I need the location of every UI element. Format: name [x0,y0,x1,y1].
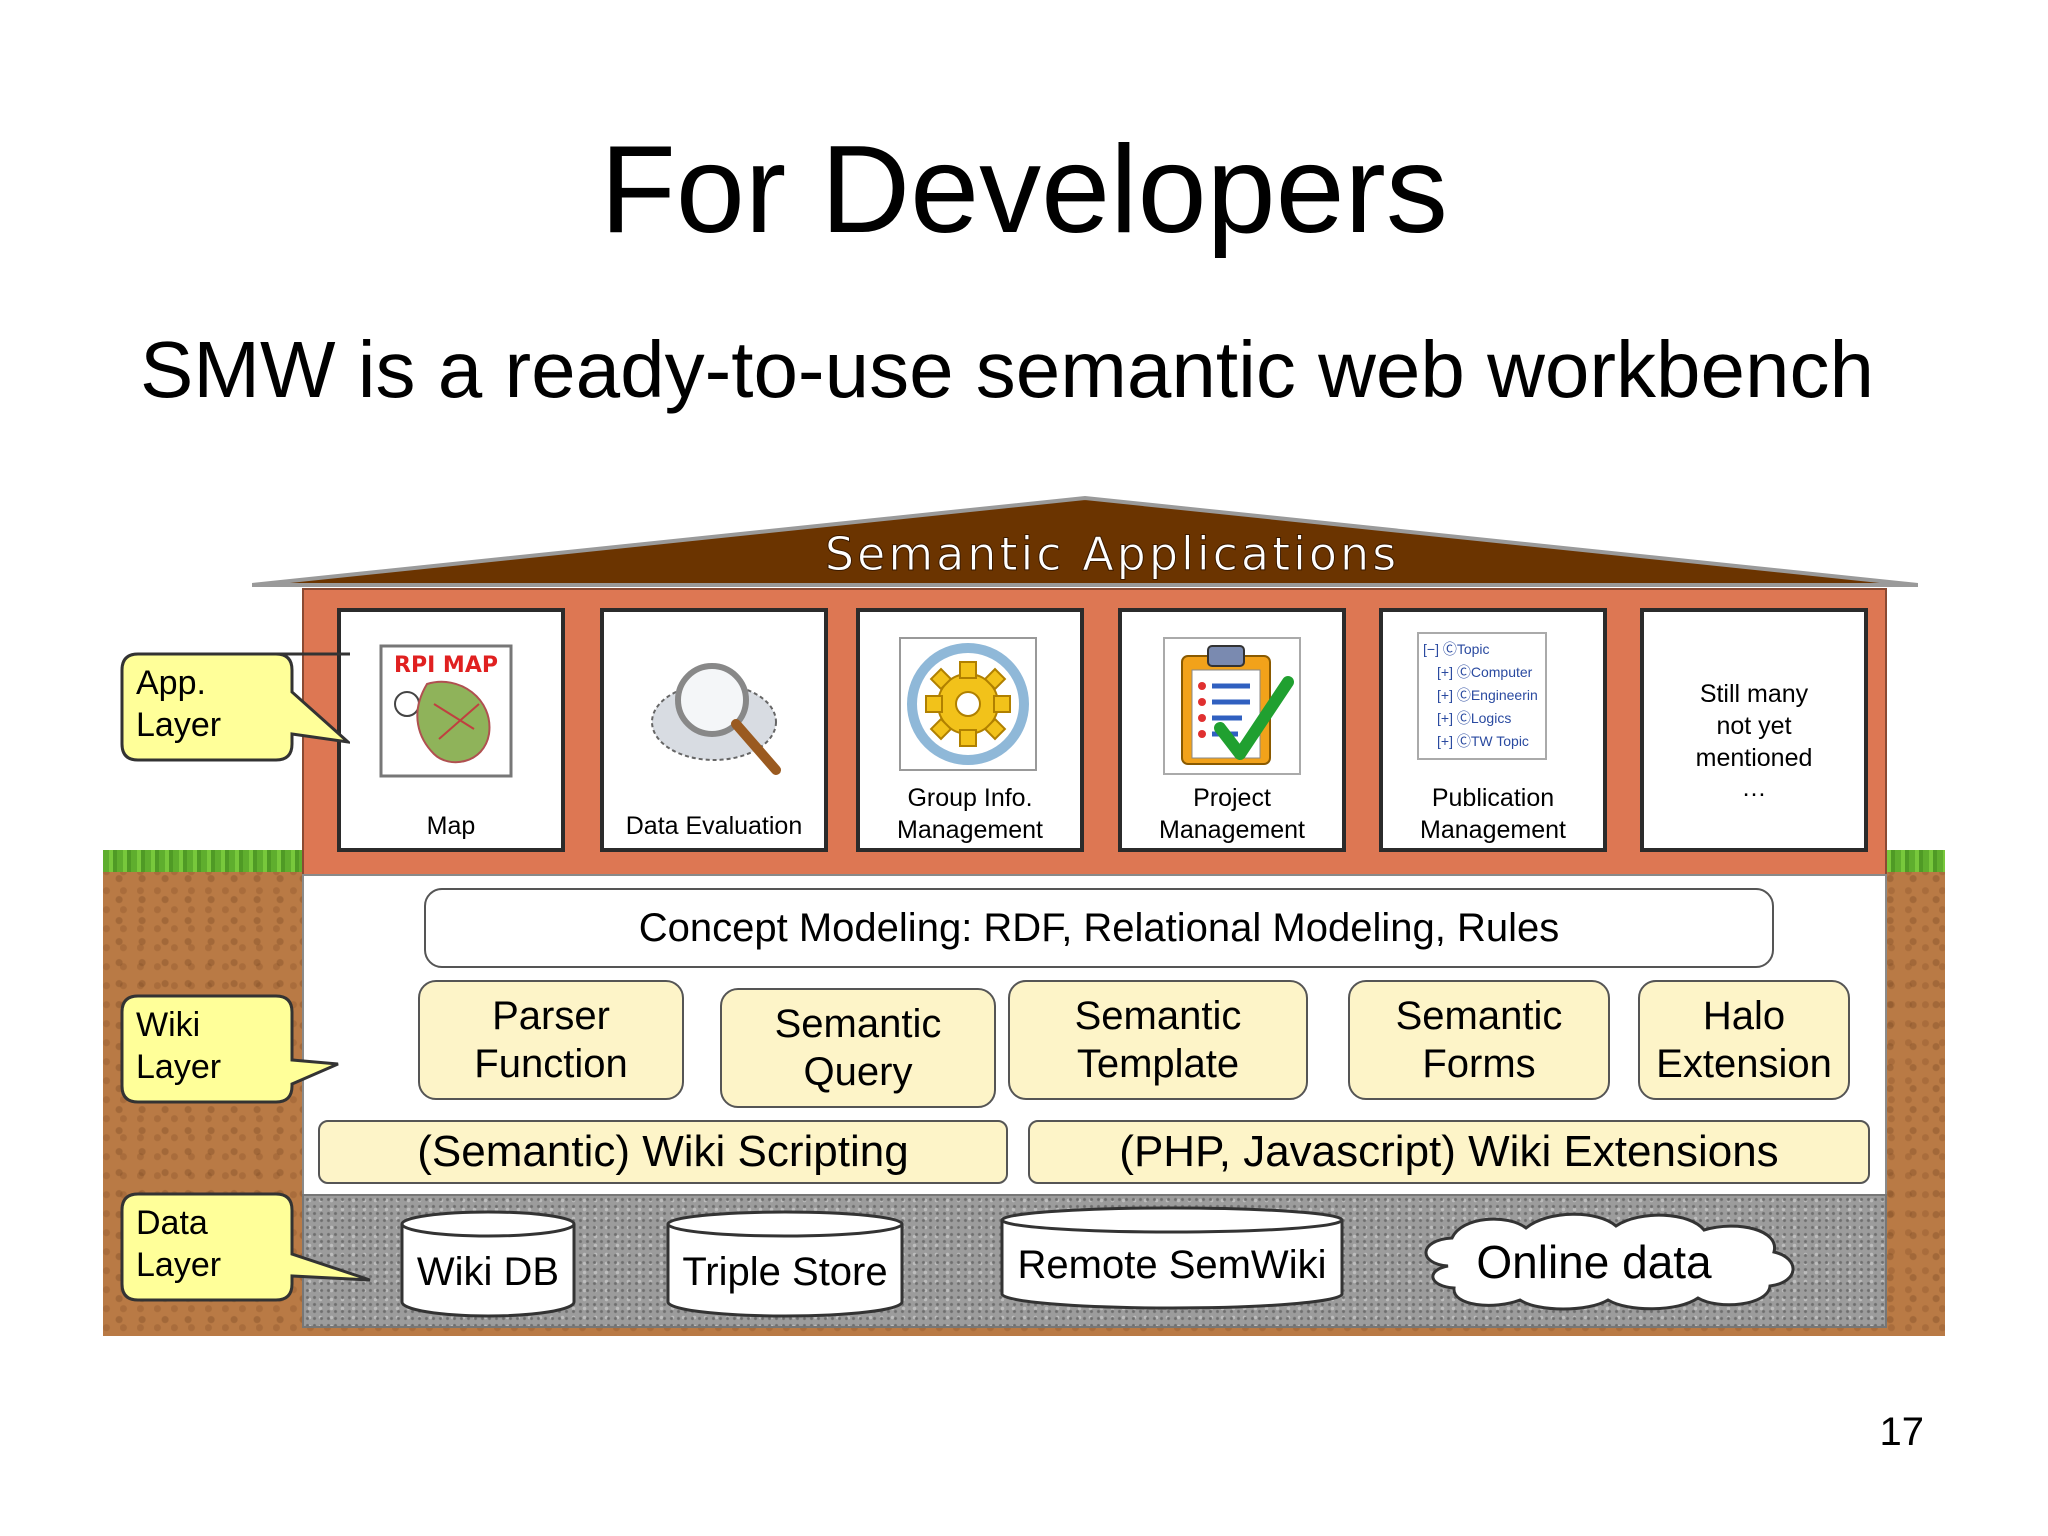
app-label-data-evaluation: Data Evaluation [625,812,803,840]
tree-item: [+] ⒸComputer [1437,664,1533,680]
wiki-scripting-box[interactable]: (Semantic) Wiki Scripting [318,1120,1008,1184]
tree-item: [+] ⒸTW Topic [1437,733,1529,749]
app-card-map[interactable]: RPI MAP Map [337,608,565,852]
callout-app-layer: App. Layer [120,652,350,762]
semantic-forms-box[interactable]: Semantic Forms [1348,980,1610,1100]
online-data-label: Online data [1476,1236,1712,1288]
roof-label: Semantic Applications [825,527,1399,581]
svg-text:RPI MAP: RPI MAP [394,653,498,678]
tree-item: [+] ⒸEngineerin [1437,687,1538,703]
clipboard-check-icon [1163,637,1301,775]
callout-app-line1: App. [136,664,206,702]
magnifier-cloud-icon [651,663,781,775]
callout-data-line2: Layer [136,1246,222,1284]
app-label-still-3: mentioned [1695,744,1813,772]
rpi-map-icon: RPI MAP [379,644,513,778]
app-card-project-management[interactable]: Project Management [1118,608,1346,852]
app-card-group-info[interactable]: Group Info. Management [856,608,1084,852]
tree-item: [−] ⒸTopic [1423,641,1490,657]
slide-subtitle: SMW is a ready-to-use semantic web workb… [140,325,1874,414]
app-label-project-2: Management [1159,816,1305,844]
app-label-publication-2: Management [1420,816,1566,844]
app-label-still-4: … [1741,774,1767,802]
triple-store-cylinder-icon[interactable]: Triple Store [666,1210,904,1320]
callout-wiki-layer: Wiki Layer [120,994,350,1104]
callout-app-line2: Layer [136,706,222,744]
app-label-map: Map [426,812,476,840]
app-card-publication-management[interactable]: [−] ⒸTopic [+] ⒸComputer [+] ⒸEngineerin… [1379,608,1607,852]
wiki-db-cylinder-icon[interactable]: Wiki DB [400,1210,576,1320]
callout-data-line1: Data [136,1204,208,1242]
parser-function-box[interactable]: Parser Function [418,980,684,1100]
halo-extension-box[interactable]: Halo Extension [1638,980,1850,1100]
app-label-group-info-1: Group Info. [907,784,1033,812]
remote-semwiki-label: Remote SemWiki [1018,1243,1327,1287]
topic-tree-icon: [−] ⒸTopic [+] ⒸComputer [+] ⒸEngineerin… [1417,632,1547,760]
app-card-data-evaluation[interactable]: Data Evaluation [600,608,828,852]
app-label-publication-1: Publication [1431,784,1555,812]
semantic-query-box[interactable]: Semantic Query [720,988,996,1108]
wiki-extensions-box[interactable]: (PHP, Javascript) Wiki Extensions [1028,1120,1870,1184]
callout-wiki-line2: Layer [136,1048,222,1086]
callout-wiki-line1: Wiki [136,1006,201,1044]
concept-modeling-box[interactable]: Concept Modeling: RDF, Relational Modeli… [424,888,1774,968]
gear-icon [899,637,1037,771]
slide-title: For Developers [600,121,1448,259]
app-label-still-1: Still many [1699,680,1809,708]
app-label-still-2: not yet [1716,712,1792,740]
tree-item: [+] ⒸLogics [1437,710,1512,726]
app-label-group-info-2: Management [897,816,1043,844]
online-data-cloud-icon[interactable]: Online data [1408,1206,1808,1312]
callout-data-layer: Data Layer [120,1192,380,1302]
app-label-project-1: Project [1193,784,1271,812]
semantic-template-box[interactable]: Semantic Template [1008,980,1308,1100]
remote-semwiki-cylinder-icon[interactable]: Remote SemWiki [1000,1206,1344,1316]
wiki-db-label: Wiki DB [417,1250,559,1294]
roof: Semantic Applications [252,495,1918,587]
triple-store-label: Triple Store [682,1250,887,1294]
app-card-still-many[interactable]: Still many not yet mentioned … [1640,608,1868,852]
page-number: 17 [1879,1410,1925,1454]
